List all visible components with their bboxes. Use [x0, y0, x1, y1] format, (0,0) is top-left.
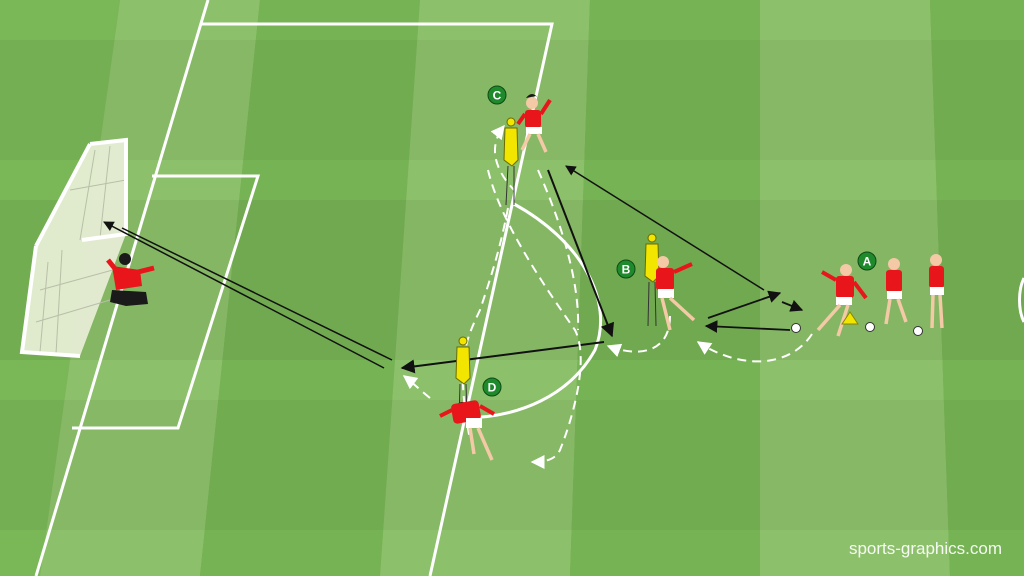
goalkeeper-icon [106, 253, 155, 306]
centre-circle-edge [1018, 277, 1024, 323]
label-badge-c: C [487, 85, 507, 105]
grass-stripe [930, 0, 1024, 576]
penalty-arc [461, 202, 603, 420]
mannequin-icon [455, 117, 660, 421]
goal-net [22, 140, 126, 356]
player-icon [816, 264, 868, 337]
label-a: A [863, 255, 872, 269]
run-path [490, 124, 517, 193]
pass-arrow [547, 169, 614, 338]
goal-frame-back [34, 143, 92, 247]
grass-band [0, 400, 1024, 530]
run-path [696, 333, 813, 363]
goal-frame [81, 137, 128, 242]
goal-net-icon [19, 137, 128, 358]
player-icon [516, 94, 552, 153]
label-badge-d: D [482, 377, 502, 397]
grass-stripe [200, 0, 420, 576]
pass-arrow [565, 165, 765, 291]
label-d: D [488, 381, 497, 395]
goal-area-line [72, 174, 261, 430]
ball-icon [791, 323, 801, 333]
grass-band [0, 200, 1024, 360]
label-badge-b: B [616, 259, 636, 279]
mannequin [644, 233, 660, 327]
grass-stripe [760, 0, 950, 576]
ball-icon [865, 322, 875, 332]
label-b: B [622, 263, 631, 277]
player-icon [656, 256, 696, 331]
pass-arrow [704, 320, 791, 333]
pass-arrow [781, 299, 804, 312]
goal-post [19, 245, 81, 358]
run-path [402, 375, 431, 399]
grass-stripe [40, 0, 260, 576]
label-c: C [493, 89, 502, 103]
player-icon [884, 258, 908, 325]
equipment [791, 311, 923, 336]
pass-arrow [707, 290, 782, 319]
shot-line [103, 221, 385, 369]
penalty-area-line [200, 22, 554, 576]
watermark: sports-graphics.com [849, 539, 1002, 558]
run-path [487, 169, 582, 469]
run-path [537, 169, 580, 331]
player-icon [929, 254, 944, 329]
grass-stripe [380, 0, 590, 576]
pass-arrow [400, 341, 605, 374]
ball-icon [913, 326, 923, 336]
mannequin [503, 117, 519, 206]
cone-icon [841, 311, 859, 325]
label-badge-a: A [857, 251, 877, 271]
player-icon [439, 400, 495, 461]
shot-line [121, 227, 393, 361]
player-labels: A B C D [482, 85, 877, 397]
players [106, 94, 944, 461]
